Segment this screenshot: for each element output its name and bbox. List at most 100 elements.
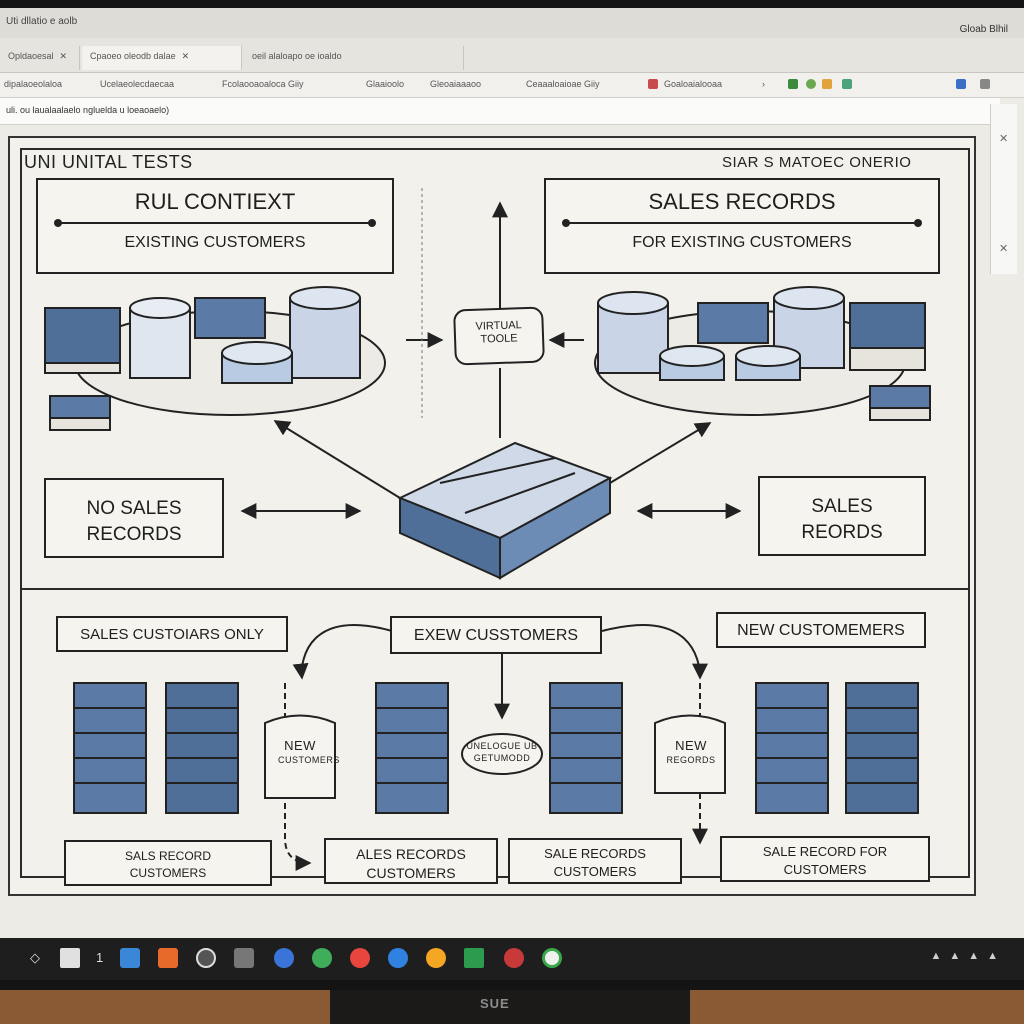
extension-icon[interactable] (822, 79, 832, 89)
card-left-text: NEW CUSTOMERS (278, 738, 340, 767)
close-icon[interactable]: ✕ (181, 51, 190, 61)
footer-box-1-line1: SALS RECORD (124, 849, 212, 863)
tab-1[interactable]: Opldaoesal ✕ (0, 46, 80, 70)
dashed-flow-left (284, 683, 312, 871)
stack-bottom-3 (375, 682, 449, 814)
bookmarks-bar: dipalaoeolaloa Ucelaeolecdaecaa Fcolaooa… (0, 73, 1024, 98)
side-panel: ✕ ✕ (990, 104, 1017, 274)
section-divider (20, 588, 970, 590)
bubble-center-line1: UNELOGUE UB (466, 741, 538, 751)
footer-box-4-line2: CUSTOMERS (783, 861, 867, 877)
footer-box-2-line2: CUSTOMERS (366, 864, 456, 881)
label-sales-customers-only: SALES CUSTOIARS ONLY (56, 616, 288, 652)
bookmark-6[interactable]: Ceaaaloaioae Giiy (526, 79, 600, 89)
card-right (654, 714, 726, 794)
document-stack-right (697, 302, 931, 421)
box-no-sales-records-line2: RECORDS (86, 523, 182, 545)
bookmark-3[interactable]: Fcolaooaoaloca Giiy (222, 79, 304, 89)
arrow-curve-left (292, 624, 393, 680)
taskbar: ◇ 1 ▲▲▲▲ (0, 938, 1024, 980)
folder-icon[interactable] (120, 948, 140, 968)
check-icon[interactable] (788, 79, 798, 89)
card-left-line2: CUSTOMERS (278, 754, 340, 765)
card-left (264, 714, 336, 799)
box-sales-records: SALES RECORDS FOR EXISTING CUSTOMERS (544, 178, 940, 274)
divider-rule (54, 219, 376, 228)
menu-icon[interactable] (980, 79, 990, 89)
bookmark-1[interactable]: dipalaoeolaloa (4, 79, 63, 89)
extension-icon[interactable] (806, 79, 816, 89)
tab-2[interactable]: Cpaoeo oleodb dalae✕ (82, 46, 242, 70)
address-bar[interactable]: uli. ou laualaalaelo ngluelda u loeaoael… (0, 98, 1000, 125)
box-sales-reords: SALES REORDS (758, 476, 926, 556)
box-rul-context: RUL CONTIEXT EXISTING CUSTOMERS (36, 178, 394, 274)
arrow-diag-left (273, 420, 401, 499)
stack-bottom-4 (549, 682, 623, 814)
footer-box-3-line2: CUSTOMERS (553, 863, 637, 879)
tab-3[interactable]: oeil alaloapo oe ioaldo (244, 46, 464, 70)
extension-icon[interactable] (956, 79, 966, 89)
window-corner-label: Gloab Blhil (959, 24, 1008, 35)
tab-3-label: oeil alaloapo oe ioaldo (252, 51, 342, 61)
diagram-graphics (44, 188, 931, 871)
spreadsheet-icon[interactable] (464, 948, 484, 968)
footer-box-3: SALE RECORDS CUSTOMERS (508, 838, 682, 884)
start-icon[interactable]: ◇ (30, 950, 40, 965)
bookmark-2[interactable]: Ucelaeolecdaecaa (100, 79, 175, 89)
app-icon[interactable] (504, 948, 524, 968)
app-icon[interactable] (158, 948, 178, 968)
browser-icon[interactable] (388, 948, 408, 968)
stack-bottom-2 (165, 682, 239, 814)
app-icon[interactable] (234, 948, 254, 968)
section-title-right: SIAR S MATOEC ONERIO (722, 154, 912, 171)
system-tray-icons[interactable]: ▲▲▲▲ (930, 950, 1006, 962)
badge-virtual-table-line2: TOOLE (480, 332, 518, 346)
close-icon[interactable]: ✕ (999, 133, 1009, 145)
virtual-table-tray (397, 441, 613, 580)
card-right-line2: REGORDS (666, 754, 716, 765)
monitor-bezel: Uti dllatio e aolb Gloab Blhil Opldaoesa… (0, 0, 1024, 992)
bubble-center (461, 733, 543, 775)
stack-bottom-6 (845, 682, 919, 814)
footer-box-1-line2: CUSTOMERS (129, 866, 207, 881)
divider-rule (562, 219, 922, 228)
taskbar-number: 1 (96, 950, 104, 965)
app-icon[interactable] (196, 948, 216, 968)
database-stack-right (597, 286, 845, 381)
screen: Uti dllatio e aolb Gloab Blhil Opldaoesa… (0, 8, 1024, 938)
monitor-stand (330, 990, 690, 1024)
stack-bottom-1 (73, 682, 147, 814)
address-text[interactable]: uli. ou laualaalaelo ngluelda u loeaoael… (6, 105, 170, 115)
document-stack-left (44, 297, 266, 431)
card-left-line1: NEW (284, 738, 316, 753)
chevron-right-icon[interactable]: › (762, 79, 765, 89)
box-no-sales-records-line1: NO SALES (86, 498, 182, 519)
window-title: Uti dllatio e aolb (6, 16, 78, 27)
bookmark-7[interactable]: Goaloaialooaa (664, 79, 723, 89)
app-icon[interactable] (426, 948, 446, 968)
diagram-canvas: UNI UNITAL TESTS SIAR S MATOEC ONERIO RU… (8, 136, 976, 896)
footer-box-4-line1: SALE RECORD FOR (762, 844, 888, 859)
bookmark-4[interactable]: Glaaioolo (366, 79, 405, 89)
section-title-left: UNI UNITAL TESTS (24, 152, 193, 172)
footer-box-2-line1: ALES RECORDS (356, 846, 466, 862)
tab-1-label: Opldaoesal (8, 51, 54, 61)
app-icon[interactable] (542, 948, 562, 968)
app-icon[interactable] (312, 948, 332, 968)
bookmark-5[interactable]: Gleoaiaaaoo (430, 79, 482, 89)
close-icon[interactable]: ✕ (999, 243, 1009, 255)
window-titlebar: Uti dllatio e aolb Gloab Blhil (0, 8, 1024, 38)
bookmark-favicon-icon (648, 79, 658, 89)
search-icon[interactable] (60, 948, 80, 968)
box-no-sales-records: NO SALES RECORDS (44, 478, 224, 558)
browser-icon[interactable] (350, 948, 370, 968)
stack-bottom-5 (755, 682, 829, 814)
browser-icon[interactable] (274, 948, 294, 968)
monitor-brand: SUE (480, 996, 510, 1011)
badge-virtual-table: VIRTUAL TOOLE (453, 306, 545, 366)
bubble-center-text: UNELOGUE UB GETUMODD (464, 741, 540, 764)
box-sales-records-heading: SALES RECORDS (648, 189, 836, 214)
card-right-line1: NEW (675, 738, 707, 753)
extension-icon[interactable] (842, 79, 852, 89)
close-icon[interactable]: ✕ (59, 51, 68, 61)
